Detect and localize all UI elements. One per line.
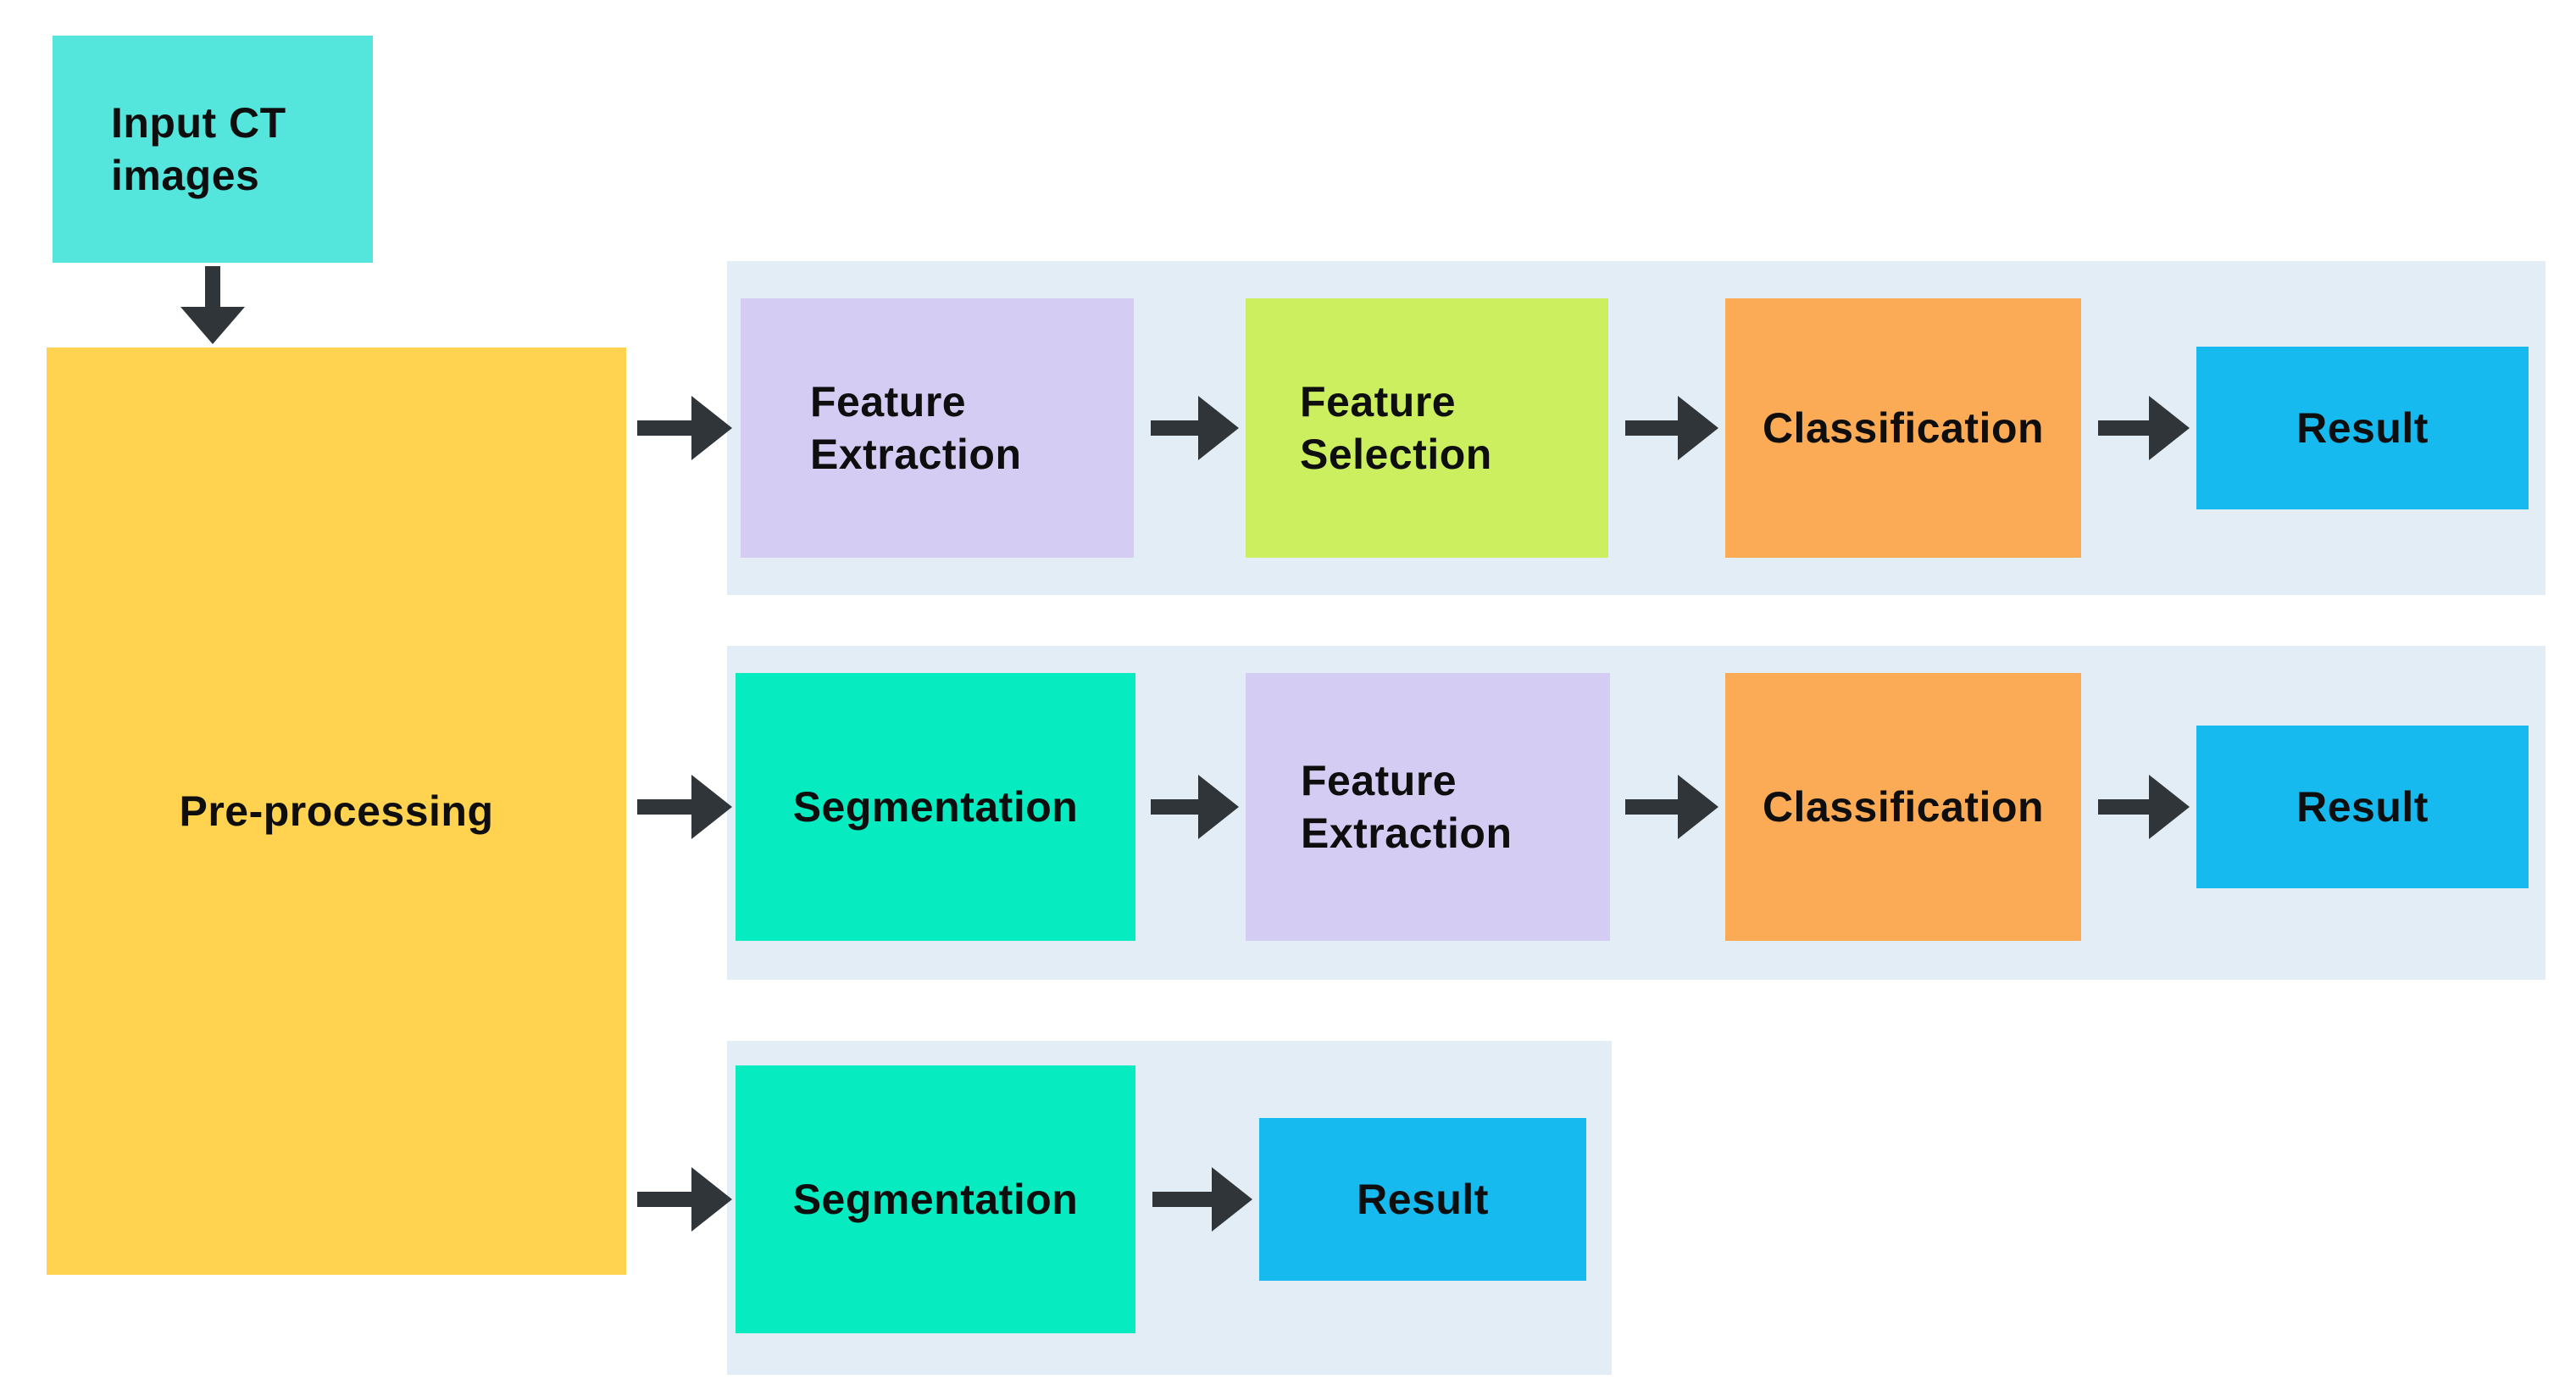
arrow-right-icon bbox=[1151, 396, 1239, 460]
row2-segmentation-label: Segmentation bbox=[792, 783, 1079, 831]
arrow-right-icon bbox=[1625, 396, 1718, 460]
row1-classification-node: Classification bbox=[1725, 298, 2081, 558]
row2-result-label: Result bbox=[2296, 783, 2429, 831]
row3-result-node: Result bbox=[1259, 1118, 1586, 1281]
row1-feature-extraction-node: Feature Extraction bbox=[741, 298, 1134, 558]
row3-segmentation-label: Segmentation bbox=[792, 1176, 1079, 1223]
row1-result-label: Result bbox=[2296, 404, 2429, 452]
arrow-right-icon bbox=[1625, 775, 1718, 839]
arrow-right-icon bbox=[1152, 1167, 1252, 1232]
row2-feature-extraction-label: Feature Extraction bbox=[1301, 757, 1513, 857]
row3-result-label: Result bbox=[1357, 1176, 1489, 1223]
node-pre-processing-label: Pre-processing bbox=[179, 787, 494, 835]
node-input-ct-images-label: Input CT images bbox=[111, 99, 286, 199]
row1-feature-selection-node: Feature Selection bbox=[1246, 298, 1608, 558]
arrow-right-icon bbox=[2098, 775, 2190, 839]
node-input-ct-images: Input CT images bbox=[53, 36, 373, 263]
row3-segmentation-node: Segmentation bbox=[736, 1065, 1135, 1333]
arrow-down-icon bbox=[180, 266, 245, 344]
row2-segmentation-node: Segmentation bbox=[736, 673, 1135, 941]
row1-feature-extraction-label: Feature Extraction bbox=[810, 378, 1022, 478]
row2-classification-node: Classification bbox=[1725, 673, 2081, 941]
node-pre-processing: Pre-processing bbox=[47, 348, 626, 1275]
arrow-right-icon bbox=[637, 396, 732, 460]
row2-result-node: Result bbox=[2196, 726, 2529, 888]
row1-result-node: Result bbox=[2196, 347, 2529, 509]
arrow-right-icon bbox=[637, 775, 732, 839]
row2-feature-extraction-node: Feature Extraction bbox=[1246, 673, 1610, 941]
arrow-right-icon bbox=[2098, 396, 2190, 460]
arrow-right-icon bbox=[1151, 775, 1239, 839]
row1-feature-selection-label: Feature Selection bbox=[1300, 378, 1492, 478]
arrow-right-icon bbox=[637, 1167, 732, 1232]
row1-classification-label: Classification bbox=[1762, 404, 2045, 452]
row2-classification-label: Classification bbox=[1762, 783, 2045, 831]
